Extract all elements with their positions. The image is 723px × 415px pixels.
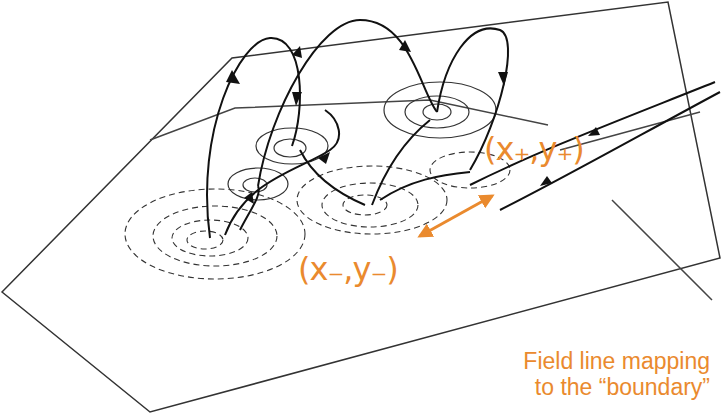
- arrowhead: [540, 176, 552, 186]
- field-lines: [207, 20, 720, 238]
- coordinate-label: (x₋,y₋): [298, 250, 398, 288]
- field-line: [380, 172, 470, 200]
- arrowhead: [399, 40, 411, 52]
- note-text: Field line mapping to the “boundary”: [520, 348, 710, 400]
- arrowhead: [318, 152, 330, 164]
- arrowhead: [292, 46, 302, 58]
- arrowhead: [292, 92, 302, 106]
- division-line: [612, 200, 712, 300]
- arrowhead: [588, 127, 600, 136]
- field-arrowheads: [226, 40, 600, 204]
- field-line: [207, 38, 300, 238]
- contour: [187, 231, 223, 249]
- contour: [153, 206, 277, 266]
- contour: [384, 82, 496, 138]
- field-line: [372, 120, 430, 205]
- coordinate-label: (x₊,y₊): [484, 130, 584, 168]
- arrowhead: [226, 70, 240, 84]
- field-line: [240, 186, 259, 230]
- field-line: [225, 110, 339, 235]
- arrowhead: [244, 192, 254, 204]
- mapping-arrow: [420, 196, 492, 236]
- field-line: [470, 82, 715, 185]
- arrowhead: [498, 72, 508, 86]
- contour: [125, 189, 305, 279]
- field-line: [258, 20, 437, 186]
- division-lines: [150, 100, 712, 300]
- field-line: [300, 150, 365, 205]
